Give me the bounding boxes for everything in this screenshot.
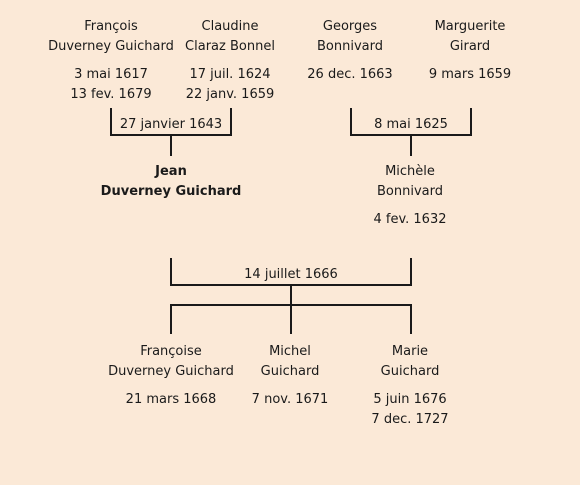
- connector-line: [290, 304, 292, 334]
- person-michele: Michèle Bonnivard 4 fev. 1632: [335, 162, 485, 230]
- birth-date: 4 fev. 1632: [373, 212, 447, 227]
- death-date: 26 dec. 1663: [307, 67, 393, 82]
- birth-date: 17 juil. 1624: [189, 67, 271, 82]
- marriage-date-paternal: 27 janvier 1643: [119, 117, 223, 132]
- death-date: 13 fev. 1679: [70, 87, 152, 102]
- connector-line: [170, 136, 172, 156]
- first-name: Marie: [391, 344, 429, 359]
- death-date: 7 dec. 1727: [371, 412, 449, 427]
- last-name: Bonnivard: [317, 39, 383, 54]
- first-name: Michel: [269, 344, 311, 359]
- marriage-date-maternal: 8 mai 1625: [374, 117, 448, 132]
- last-name: Duverney Guichard: [100, 184, 242, 199]
- person-claudine: Claudine Claraz Bonnel 17 juil. 1624 22 …: [155, 17, 305, 105]
- person-francoise: Françoise Duverney Guichard 21 mars 1668: [96, 342, 246, 410]
- person-marguerite: Marguerite Girard 9 mars 1659: [395, 17, 545, 85]
- first-name: Françoise: [140, 344, 202, 359]
- birth-date: 7 nov. 1671: [251, 392, 329, 407]
- connector-line: [410, 258, 412, 286]
- death-date: 9 mars 1659: [428, 67, 512, 82]
- last-name: Girard: [449, 39, 491, 54]
- person-jean: Jean Duverney Guichard: [96, 162, 246, 202]
- person-francois: François Duverney Guichard 3 mai 1617 13…: [36, 17, 186, 105]
- connector-line: [350, 108, 352, 136]
- person-marie: Marie Guichard 5 juin 1676 7 dec. 1727: [335, 342, 485, 430]
- connector-line: [170, 258, 172, 286]
- last-name: Guichard: [260, 364, 320, 379]
- last-name: Duverney Guichard: [108, 364, 234, 379]
- last-name: Guichard: [380, 364, 440, 379]
- connector-line: [410, 304, 412, 334]
- first-name: Georges: [322, 19, 378, 34]
- birth-date: 5 juin 1676: [373, 392, 447, 407]
- connector-line: [170, 304, 172, 334]
- connector-line: [170, 284, 412, 286]
- birth-date: 21 mars 1668: [125, 392, 217, 407]
- connector-line: [110, 134, 232, 136]
- person-georges: Georges Bonnivard 26 dec. 1663: [275, 17, 425, 85]
- connector-line: [470, 108, 472, 136]
- birth-date: 3 mai 1617: [74, 67, 148, 82]
- last-name: Bonnivard: [377, 184, 443, 199]
- death-date: 22 janv. 1659: [185, 87, 275, 102]
- connector-line: [230, 108, 232, 136]
- first-name: François: [84, 19, 138, 34]
- person-michel: Michel Guichard 7 nov. 1671: [215, 342, 365, 410]
- connector-line: [110, 108, 112, 136]
- last-name: Duverney Guichard: [48, 39, 174, 54]
- first-name: Marguerite: [434, 19, 506, 34]
- last-name: Claraz Bonnel: [185, 39, 275, 54]
- first-name: Michèle: [385, 164, 435, 179]
- first-name: Claudine: [201, 19, 259, 34]
- connector-line: [350, 134, 472, 136]
- connector-line: [410, 136, 412, 156]
- first-name: Jean: [155, 164, 187, 179]
- connector-line: [290, 286, 292, 306]
- marriage-date-parents: 14 juillet 1666: [244, 267, 338, 282]
